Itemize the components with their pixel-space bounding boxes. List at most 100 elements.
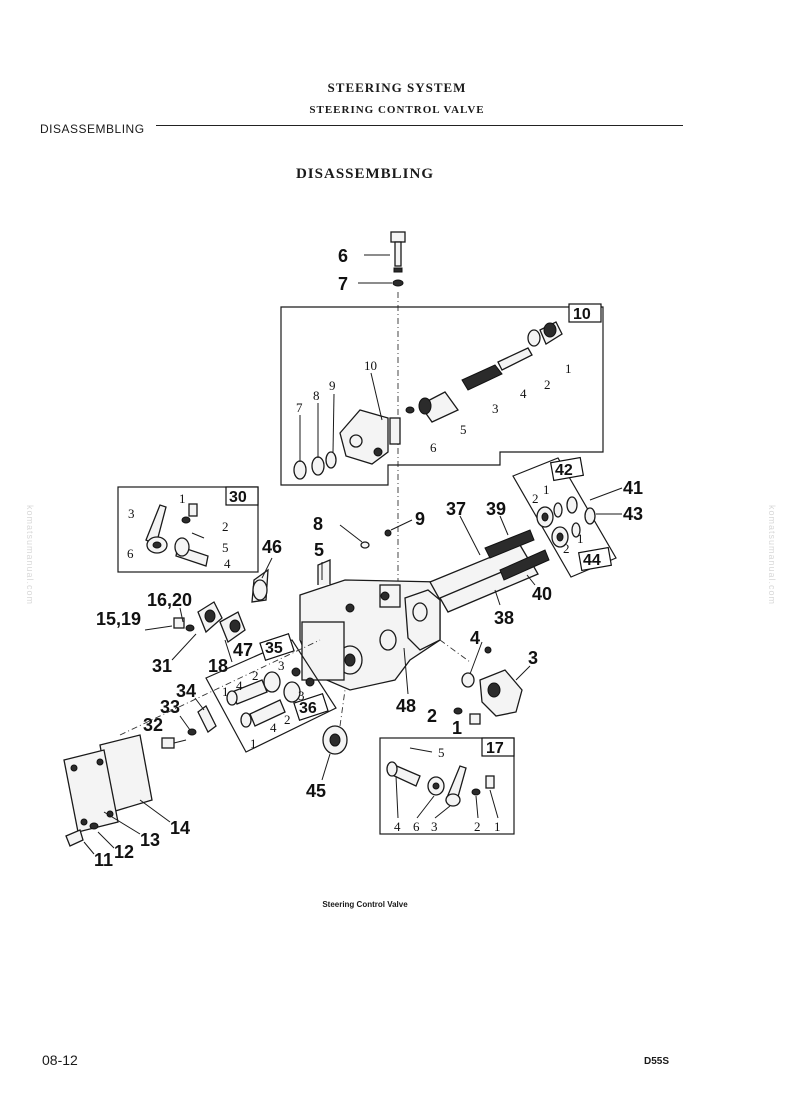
callout-46: 46 [262,537,282,557]
page-header-subtitle: STEERING CONTROL VALVE [309,104,485,116]
callout-4: 4 [470,628,480,648]
box10-label-2: 2 [544,377,551,392]
o-ring-4 [461,672,475,688]
box42-label-1b: 1 [577,531,584,546]
box17-label-2: 2 [474,819,481,834]
header-rule [156,125,683,126]
callout-3: 3 [528,648,538,668]
box42-label-2a: 2 [532,491,539,506]
callout-41: 41 [623,478,643,498]
box10-label-1: 1 [565,361,572,376]
box30-label-6: 6 [127,546,134,561]
box17-label-4: 4 [394,819,401,834]
lever-34 [197,705,217,733]
callout-39: 39 [486,499,506,519]
spring-40 [499,549,550,581]
callout-32: 32 [143,715,163,735]
figure-caption: Steering Control Valve [322,900,408,909]
box10-label-5: 5 [460,422,467,437]
box-tag-30: 30 [229,489,247,506]
box17-label-3: 3 [431,819,438,834]
model-code: D55S [644,1056,670,1067]
spring-39 [484,529,535,559]
callout-15-19: 15,19 [96,609,141,629]
box35-label-1a: 1 [222,684,229,699]
spool-5 [419,391,459,423]
box-tag-44: 44 [583,552,601,569]
callout-14: 14 [170,818,190,838]
box35-label-4a: 4 [236,678,243,693]
callout-33: 33 [160,697,180,717]
box10-label-10: 10 [364,358,377,373]
box-tag-42: 42 [555,462,573,479]
callout-40: 40 [532,584,552,604]
section-heading: DISASSEMBLING [295,166,435,182]
page-number: 08-12 [42,1052,78,1068]
callout-48: 48 [396,696,416,716]
callout-2: 2 [427,706,437,726]
callout-31: 31 [152,656,172,676]
callout-37: 37 [446,499,466,519]
callout-5: 5 [314,540,324,560]
spring-3 [461,364,503,391]
page-header-title: STEERING SYSTEM [327,80,467,95]
box10-label-8: 8 [313,388,320,403]
bolt-11 [65,829,84,847]
pin [389,417,401,445]
box42-label-2b: 2 [563,541,570,556]
subassembly-30: 30 1 2 3 4 5 6 [117,486,259,573]
subassembly-42-44: 42 44 2 1 2 1 [512,456,617,578]
callout-34: 34 [176,681,196,701]
box-tag-35: 35 [265,640,283,657]
box35-label-2b: 2 [284,712,291,727]
callout-8: 8 [313,514,323,534]
box17-label-6: 6 [413,819,420,834]
cover-13 [63,749,119,833]
box35-label-2a: 2 [252,668,259,683]
box-tag-10: 10 [573,306,591,323]
washer-top [392,279,404,287]
box17-label-5: 5 [438,745,445,760]
box30-label-1: 1 [179,491,186,506]
box10-label-4: 4 [520,386,527,401]
o-ring-7 [293,460,307,480]
box35-label-3b: 3 [298,688,305,703]
subassembly-10: 10 1 2 3 4 5 6 7 8 9 10 [280,303,604,486]
box-tag-17: 17 [486,740,504,757]
box35-label-3a: 3 [278,658,285,673]
box30-label-2: 2 [222,519,229,534]
main-valve-body [299,559,441,691]
callout-6: 6 [338,246,348,266]
box10-label-3: 3 [492,401,499,416]
box-tag-36: 36 [299,700,317,717]
rod-4 [497,347,533,371]
box35-label-4b: 4 [270,720,277,735]
box30-label-5: 5 [222,540,229,555]
box10-label-9: 9 [329,378,336,393]
box42-label-1a: 1 [543,482,550,497]
callout-47: 47 [233,640,253,660]
valve-body-small [339,409,389,465]
callout-9: 9 [415,509,425,529]
callout-11: 11 [94,850,113,870]
box10-label-7: 7 [296,400,303,415]
bolt-top [390,231,406,273]
box35-label-1b: 1 [250,736,257,751]
subassembly-17: 17 5 4 6 3 2 1 [379,737,515,835]
box30-label-3: 3 [128,506,135,521]
cover-3 [479,669,523,717]
callout-45: 45 [306,781,326,801]
callout-16-20: 16,20 [147,590,192,610]
callout-13: 13 [140,830,160,850]
callout-12: 12 [114,842,134,862]
callout-7: 7 [338,274,348,294]
box17-label-1: 1 [494,819,501,834]
subassembly-35-36: 35 36 1 4 2 3 3 4 2 1 [205,633,337,753]
callout-43: 43 [623,504,643,524]
box30-label-4: 4 [224,556,231,571]
box10-label-6: 6 [430,440,437,455]
section-tab: DISASSEMBLING [40,122,145,136]
callout-1: 1 [452,718,462,738]
